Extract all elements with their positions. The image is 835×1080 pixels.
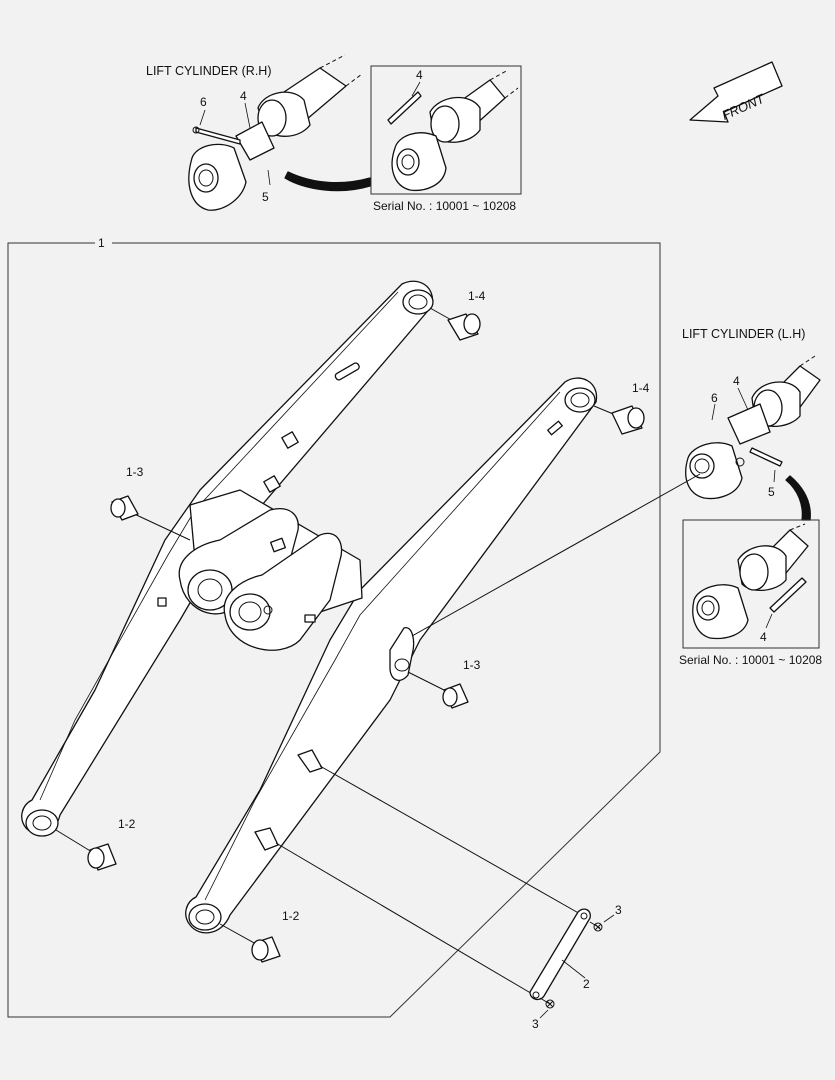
link-bolt-bottom[interactable] <box>539 997 555 1009</box>
bushing-bottom-right[interactable] <box>219 923 281 963</box>
callout-rh-pin: 4 <box>240 89 247 103</box>
lh-detail-pin[interactable] <box>769 577 807 613</box>
boom-arm-left-edge <box>39 291 399 801</box>
front-direction-arrow: FRONT <box>689 61 783 123</box>
link-boss-lower <box>254 827 279 851</box>
link-leader-upper <box>319 765 583 916</box>
callout-rh-detail-pin: 4 <box>416 68 423 82</box>
callout-link-bolt-top: 3 <box>615 903 622 917</box>
bushing-top-right[interactable] <box>593 405 645 435</box>
link-rod[interactable] <box>529 908 591 1001</box>
rh-serial-number: Serial No. : 10001 ~ 10208 <box>373 199 516 213</box>
link-bolt-top[interactable] <box>589 921 603 932</box>
left-arm-top-eye <box>402 289 434 315</box>
callout-rh-bolt: 5 <box>262 190 269 204</box>
callout-assembly: 1 <box>98 236 105 250</box>
lh-cylinder-title: LIFT CYLINDER (L.H) <box>682 327 805 341</box>
assembly-frame <box>7 242 661 1018</box>
lh-detail-cylinder[interactable] <box>692 523 809 640</box>
lh-lift-cylinder[interactable] <box>685 355 821 500</box>
lh-detail-pointer <box>785 475 811 521</box>
right-arm-top-eye <box>564 387 596 413</box>
callout-lh-pin: 4 <box>733 374 740 388</box>
link-leader-lower <box>275 842 535 996</box>
right-arm-bottom-eye <box>188 903 222 931</box>
left-arm-slot <box>334 362 360 381</box>
bushing-top-left[interactable] <box>429 307 481 341</box>
bushing-mid-left[interactable] <box>110 495 191 541</box>
callout-link-bolt-bottom: 3 <box>532 1017 539 1031</box>
rh-detail-pin[interactable] <box>387 91 422 125</box>
callout-bush-bottom-left: 1-2 <box>118 817 136 831</box>
callout-bush-bottom-right: 1-2 <box>282 909 300 923</box>
callout-rh-pin-nut: 6 <box>200 95 207 109</box>
rh-cylinder-title: LIFT CYLINDER (R.H) <box>146 64 271 78</box>
callout-bush-top-right: 1-4 <box>632 381 650 395</box>
callout-bush-top-left: 1-4 <box>468 289 486 303</box>
lh-cylinder-leader <box>411 473 701 637</box>
bushing-bottom-left[interactable] <box>55 829 117 871</box>
left-arm-bottom-eye <box>25 809 59 837</box>
bushing-mid-right[interactable] <box>407 671 469 709</box>
callout-bush-mid-right: 1-3 <box>463 658 481 672</box>
rh-detail-box <box>370 65 522 195</box>
rh-lift-cylinder[interactable] <box>188 54 363 211</box>
boom-arm-right-edge <box>204 391 561 901</box>
callout-lh-detail-pin: 4 <box>760 630 767 644</box>
lh-serial-number: Serial No. : 10001 ~ 10208 <box>679 653 822 667</box>
link-boss-upper <box>297 749 323 773</box>
rh-detail-cylinder[interactable] <box>391 69 519 192</box>
callout-bush-mid-left: 1-3 <box>126 465 144 479</box>
lh-detail-box <box>682 519 820 649</box>
callout-link: 2 <box>583 977 590 991</box>
callout-lh-pin-nut: 6 <box>711 391 718 405</box>
callout-lh-bolt: 5 <box>768 485 775 499</box>
rh-detail-pointer <box>284 171 371 192</box>
